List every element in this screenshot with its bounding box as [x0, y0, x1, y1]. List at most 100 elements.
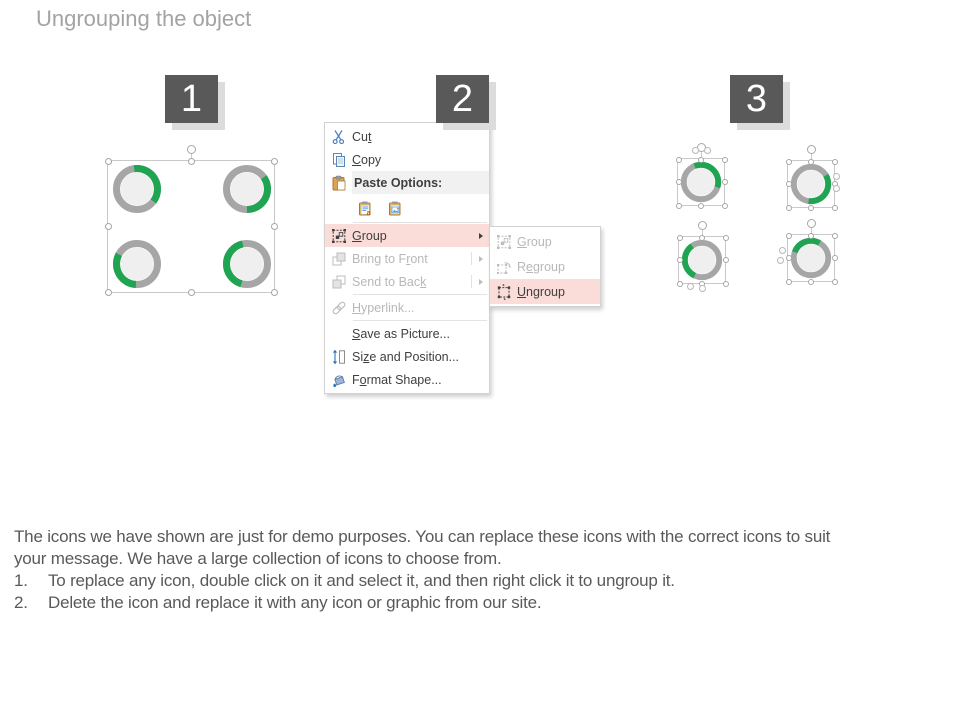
selection-handle[interactable] — [722, 257, 729, 263]
paste-options-row: a — [325, 194, 489, 221]
submenu-arrow-separator — [471, 275, 472, 288]
selection-handle[interactable] — [785, 255, 792, 261]
submenu-arrow-separator — [471, 252, 472, 265]
submenu-item-sub-regroup[interactable]: Regroup — [490, 254, 600, 279]
rotation-handle[interactable] — [807, 219, 816, 228]
menu-item-cut[interactable]: Cut — [325, 125, 489, 148]
progress-ring-icon[interactable] — [112, 164, 162, 219]
selection-handle[interactable] — [271, 223, 278, 230]
adjustment-handle[interactable] — [692, 147, 699, 154]
send-to-back-icon — [325, 274, 352, 290]
selection-handle[interactable] — [271, 158, 278, 165]
menu-item-label: Group — [352, 228, 387, 243]
list-number: 2. — [14, 593, 28, 612]
adjustment-handle[interactable] — [704, 147, 711, 154]
selection-handle[interactable] — [271, 289, 278, 296]
selection-handle[interactable] — [105, 289, 112, 296]
description-line: The icons we have shown are just for dem… — [14, 527, 831, 546]
selection-handle[interactable] — [721, 202, 728, 209]
step1-badge: 1 — [165, 75, 218, 123]
selection-handle[interactable] — [785, 204, 792, 211]
selection-handle[interactable] — [785, 278, 792, 285]
selection-handle[interactable] — [675, 156, 682, 163]
adjustment-handle[interactable] — [699, 285, 706, 292]
rotation-handle[interactable] — [807, 145, 816, 154]
submenu-item-sub-ungroup[interactable]: Ungroup — [490, 279, 600, 304]
progress-ring-icon[interactable] — [222, 164, 272, 219]
menu-item-bring-to-front[interactable]: Bring to Front — [325, 247, 489, 270]
selection-handle[interactable] — [699, 234, 705, 241]
menu-item-label: Send to Back — [352, 274, 427, 289]
menu-item-size-and-position[interactable]: Size and Position... — [325, 345, 489, 368]
menu-item-label: Paste Options: — [354, 175, 443, 190]
group-selection-box[interactable] — [105, 145, 278, 296]
icon-selection-box[interactable] — [777, 219, 838, 285]
selection-handle[interactable] — [721, 179, 728, 185]
menu-item-group[interactable]: Group — [325, 224, 489, 247]
menu-item-label: Copy — [352, 152, 382, 167]
selection-handle[interactable] — [187, 289, 195, 296]
selection-handle[interactable] — [187, 158, 195, 165]
paste-keep-source-formatting-button[interactable]: a — [355, 197, 377, 219]
selection-handle[interactable] — [831, 278, 838, 285]
menu-item-copy[interactable]: Copy — [325, 148, 489, 171]
selection-handle[interactable] — [676, 257, 683, 263]
submenu-item-sub-group[interactable]: Group — [490, 229, 600, 254]
rotation-handle-stem — [811, 227, 812, 234]
svg-text:a: a — [367, 210, 371, 216]
adjustment-handle[interactable] — [687, 283, 694, 290]
progress-ring-icon[interactable] — [790, 237, 832, 284]
icon-selection-box[interactable] — [676, 221, 729, 292]
selection-handle[interactable] — [676, 234, 683, 241]
adjustment-handle[interactable] — [833, 185, 840, 192]
menu-item-format-shape[interactable]: Format Shape... — [325, 368, 489, 391]
selection-handle[interactable] — [808, 278, 814, 285]
selection-handle[interactable] — [831, 158, 838, 165]
rotation-handle[interactable] — [698, 221, 707, 230]
selection-handle[interactable] — [722, 280, 729, 287]
icon-selection-box[interactable] — [675, 143, 728, 209]
selection-handle[interactable] — [698, 202, 704, 209]
selection-handle[interactable] — [808, 158, 814, 165]
step2-number: 2 — [451, 77, 474, 120]
paste-as-picture-button[interactable] — [385, 197, 407, 219]
menu-item-send-to-back[interactable]: Send to Back — [325, 270, 489, 293]
menu-item-paste-options: Paste Options: — [325, 171, 489, 194]
selection-handle[interactable] — [808, 232, 814, 239]
progress-ring-icon[interactable] — [222, 239, 272, 294]
icon-selection-box[interactable] — [785, 145, 840, 211]
selection-handle[interactable] — [785, 181, 792, 187]
selection-handle[interactable] — [698, 156, 704, 163]
selection-handle[interactable] — [105, 223, 112, 230]
list-number: 1. — [14, 571, 28, 590]
selection-handle[interactable] — [808, 204, 814, 211]
selection-handle[interactable] — [831, 232, 838, 239]
selection-handle[interactable] — [675, 202, 682, 209]
selection-handle[interactable] — [831, 204, 838, 211]
menu-item-save-as-picture[interactable]: Save as Picture... — [325, 322, 489, 345]
progress-ring-icon[interactable] — [790, 163, 832, 210]
selection-handle[interactable] — [105, 158, 112, 165]
selection-handle[interactable] — [675, 179, 682, 185]
selection-handle[interactable] — [721, 156, 728, 163]
regroup-icon — [490, 259, 517, 275]
list-text: Delete the icon and replace it with any … — [48, 593, 542, 612]
selection-handle[interactable] — [722, 234, 729, 241]
rotation-handle[interactable] — [187, 145, 196, 154]
menu-item-hyperlink[interactable]: Hyperlink... — [325, 296, 489, 319]
selection-handle[interactable] — [785, 158, 792, 165]
adjustment-handle[interactable] — [777, 257, 784, 264]
progress-ring-icon[interactable] — [680, 161, 722, 208]
selection-handle[interactable] — [676, 280, 683, 287]
progress-ring-icon[interactable] — [112, 239, 162, 294]
progress-ring-icon[interactable] — [681, 239, 723, 286]
group-icon — [490, 234, 517, 250]
selection-handle[interactable] — [831, 255, 838, 261]
selection-handle[interactable] — [785, 232, 792, 239]
adjustment-handle[interactable] — [833, 173, 840, 180]
adjustment-handle[interactable] — [779, 247, 786, 254]
submenu-arrow-icon — [479, 232, 483, 239]
step1-number: 1 — [180, 77, 203, 120]
